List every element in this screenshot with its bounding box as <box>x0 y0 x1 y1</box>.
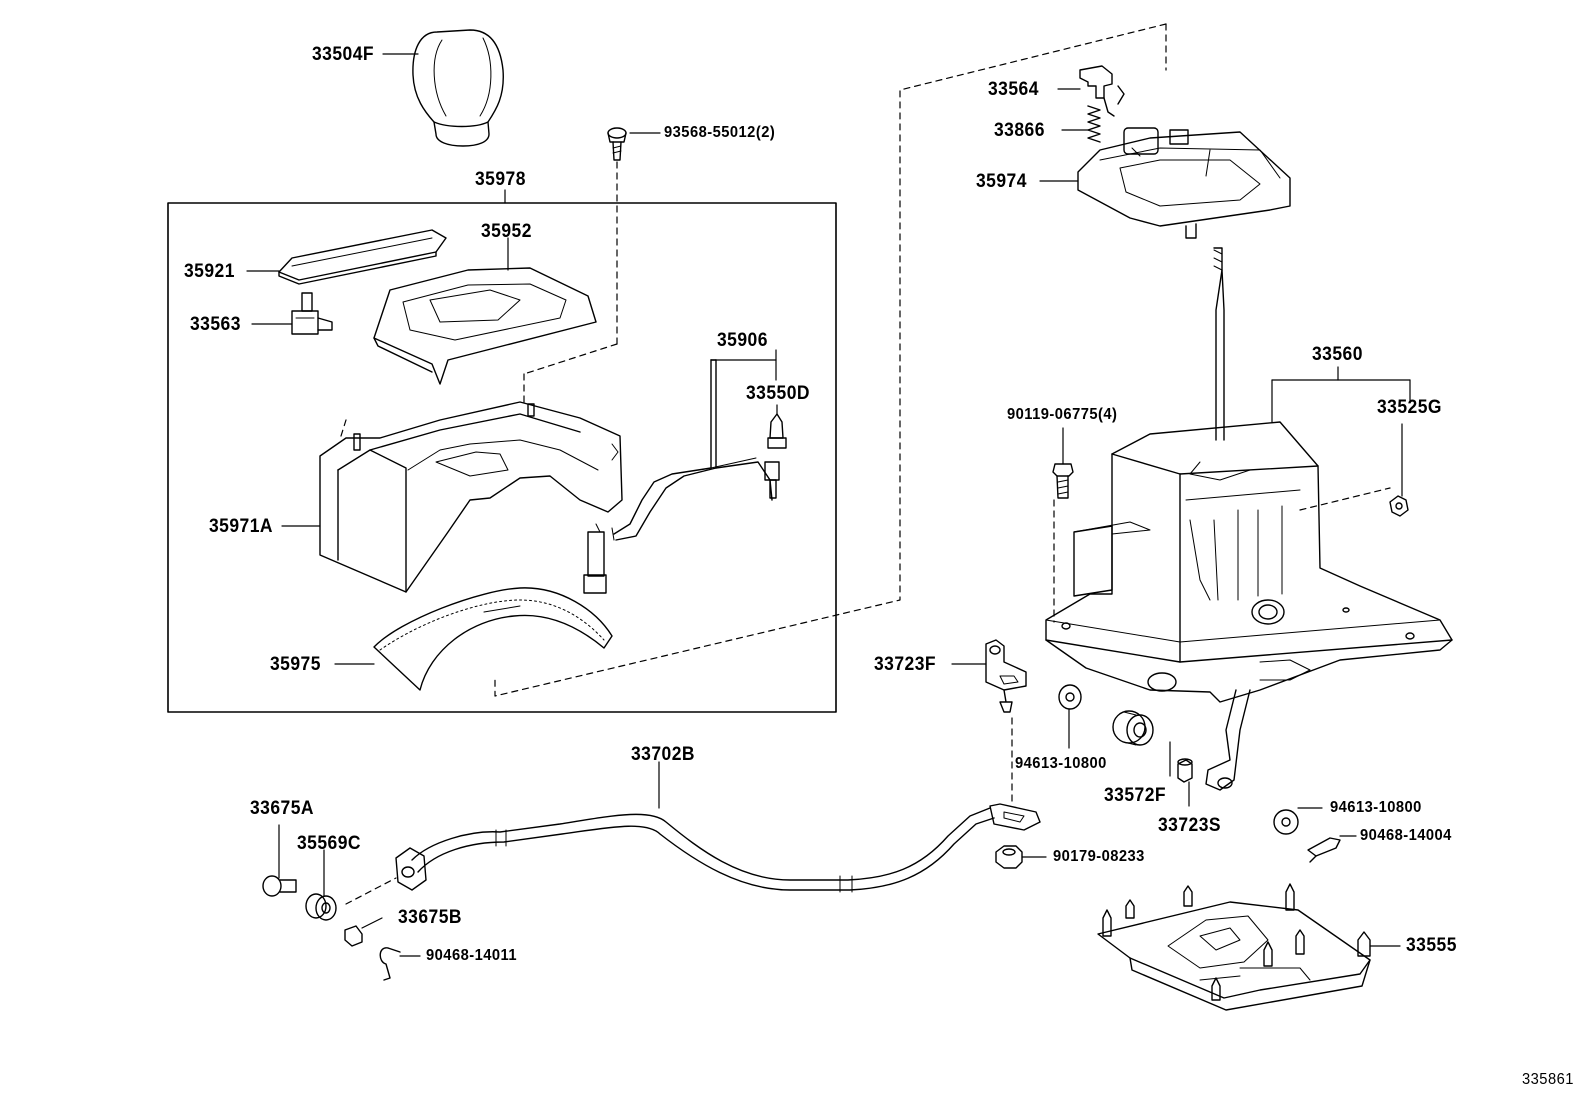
diagram-id: 335861 <box>1522 1071 1574 1088</box>
collar-33675B[interactable] <box>345 926 362 946</box>
part-label-33560[interactable]: 33560 <box>1312 344 1363 365</box>
part-label-33866[interactable]: 33866 <box>994 120 1045 141</box>
part-label-93568-55012[interactable]: 93568-55012(2) <box>664 124 776 141</box>
lever-33564[interactable] <box>1080 66 1124 116</box>
bolt-90119[interactable] <box>1053 464 1073 498</box>
part-label-90468-14004[interactable]: 90468-14004 <box>1360 827 1452 844</box>
part-label-35978[interactable]: 35978 <box>475 169 526 190</box>
indicator-35974[interactable] <box>1078 128 1290 238</box>
part-label-33504F[interactable]: 33504F <box>312 44 375 65</box>
part-label-33675A[interactable]: 33675A <box>250 798 314 819</box>
base-plate-33555[interactable] <box>1098 884 1370 1010</box>
nut-90179[interactable] <box>996 846 1022 868</box>
pin-90468-14004[interactable] <box>1308 838 1340 862</box>
part-label-33572F[interactable]: 33572F <box>1104 785 1167 806</box>
part-label-35975[interactable]: 35975 <box>270 654 321 675</box>
bolt-33675A[interactable] <box>263 876 296 896</box>
part-label-33723S[interactable]: 33723S <box>1158 815 1222 836</box>
part-label-35974[interactable]: 35974 <box>976 171 1027 192</box>
clip-90468-14011[interactable] <box>380 948 400 980</box>
switch-33563[interactable] <box>292 293 332 334</box>
washer-94613-b[interactable] <box>1274 810 1298 834</box>
part-label-33550D[interactable]: 33550D <box>746 383 810 404</box>
washer-94613-a[interactable] <box>1059 685 1081 709</box>
part-label-33525G[interactable]: 33525G <box>1377 397 1442 418</box>
cover-35975[interactable] <box>374 588 612 690</box>
plate-35921[interactable] <box>279 230 446 284</box>
lever-assembly-33560[interactable] <box>1046 422 1452 790</box>
bushing-33572F[interactable] <box>1113 711 1153 745</box>
cable-33702B[interactable] <box>396 804 1040 892</box>
part-label-35971A[interactable]: 35971A <box>209 516 273 537</box>
part-label-33555[interactable]: 33555 <box>1406 935 1457 956</box>
housing-35971A[interactable] <box>320 402 622 592</box>
part-label-90468-14011[interactable]: 90468-14011 <box>426 947 518 964</box>
bracket-33723F[interactable] <box>986 640 1026 712</box>
collar-33723S[interactable] <box>1178 759 1192 782</box>
part-label-33723F[interactable]: 33723F <box>874 654 937 675</box>
part-label-33702B[interactable]: 33702B <box>631 744 695 765</box>
part-label-35921[interactable]: 35921 <box>184 261 235 282</box>
part-label-33564[interactable]: 33564 <box>988 79 1039 100</box>
leader-lines <box>246 53 1411 957</box>
bezel-35952[interactable] <box>374 268 596 384</box>
bulb-33550D[interactable] <box>768 414 786 448</box>
part-label-94613-10800-a[interactable]: 94613-10800 <box>1015 755 1107 772</box>
part-label-90179-08233[interactable]: 90179-08233 <box>1053 848 1145 865</box>
shift-knob-33504F[interactable] <box>413 30 503 146</box>
clip-33525G[interactable] <box>1390 496 1408 516</box>
part-label-33563[interactable]: 33563 <box>190 314 241 335</box>
screw-93568[interactable] <box>608 128 626 160</box>
part-label-90119-06775[interactable]: 90119-06775(4) <box>1007 406 1118 423</box>
assembly-box-35978 <box>167 202 837 713</box>
part-label-94613-10800-b[interactable]: 94613-10800 <box>1330 799 1422 816</box>
part-label-35952[interactable]: 35952 <box>481 221 532 242</box>
shift-rod[interactable] <box>1214 248 1224 440</box>
spring-33866[interactable] <box>1088 106 1100 142</box>
dashed-assembly-lines <box>340 23 1391 905</box>
part-label-35569C[interactable]: 35569C <box>297 833 361 854</box>
bushing-35569C[interactable] <box>306 894 336 920</box>
part-label-35906[interactable]: 35906 <box>717 330 768 351</box>
part-label-33675B[interactable]: 33675B <box>398 907 462 928</box>
